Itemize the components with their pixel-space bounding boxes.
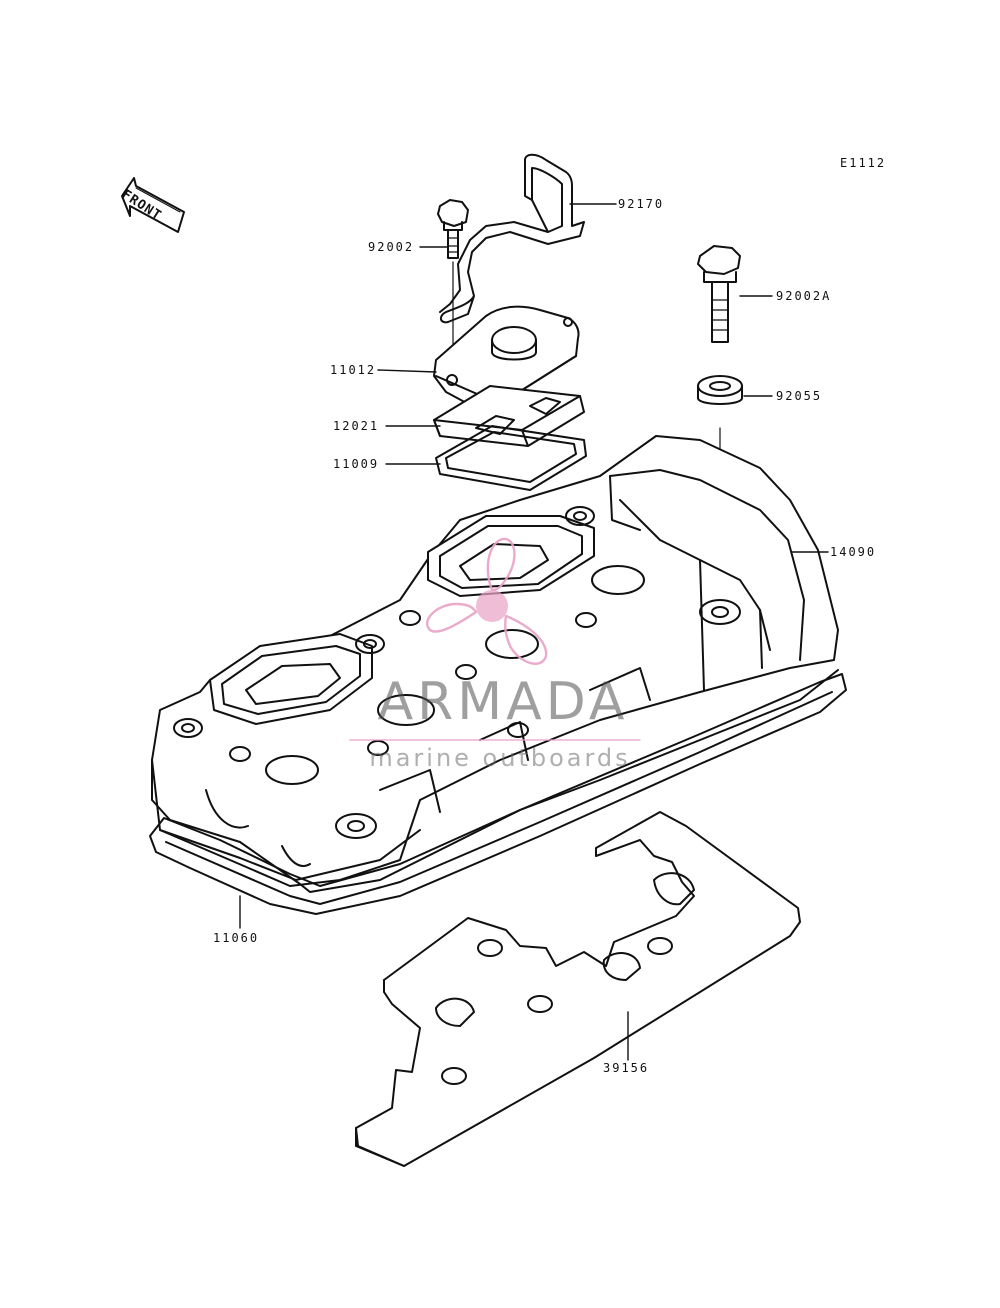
plate-39156 [355,811,801,1167]
gasket-11060 [149,673,847,915]
gasket-11009 [435,425,587,491]
bolt-92002a [697,245,741,343]
label-11012: 11012 [330,363,377,377]
watermark-brand: ARMADA [377,672,629,732]
label-39156: 39156 [603,1061,650,1075]
bolt-92002 [437,199,469,259]
label-92002a: 92002A [776,289,832,303]
front-arrow-icon [121,177,185,233]
bracket-hook-92170 [439,153,585,324]
label-12021: 12021 [333,419,380,433]
propeller-logo-icon [426,537,548,665]
leader-lines [239,203,829,1061]
label-14090: 14090 [830,545,877,559]
label-11009: 11009 [333,457,380,471]
breather-cover-11012 [433,305,580,407]
watermark-tagline: marine outboards [369,744,631,772]
cylinder-head-cover-14090 [151,435,839,893]
label-11060: 11060 [213,931,260,945]
label-92002: 92002 [368,240,415,254]
grommet-92055 [697,375,743,405]
label-92055: 92055 [776,389,823,403]
diagram-code: E1112 [840,156,887,170]
label-92170: 92170 [618,197,665,211]
plate-12021 [433,385,585,447]
